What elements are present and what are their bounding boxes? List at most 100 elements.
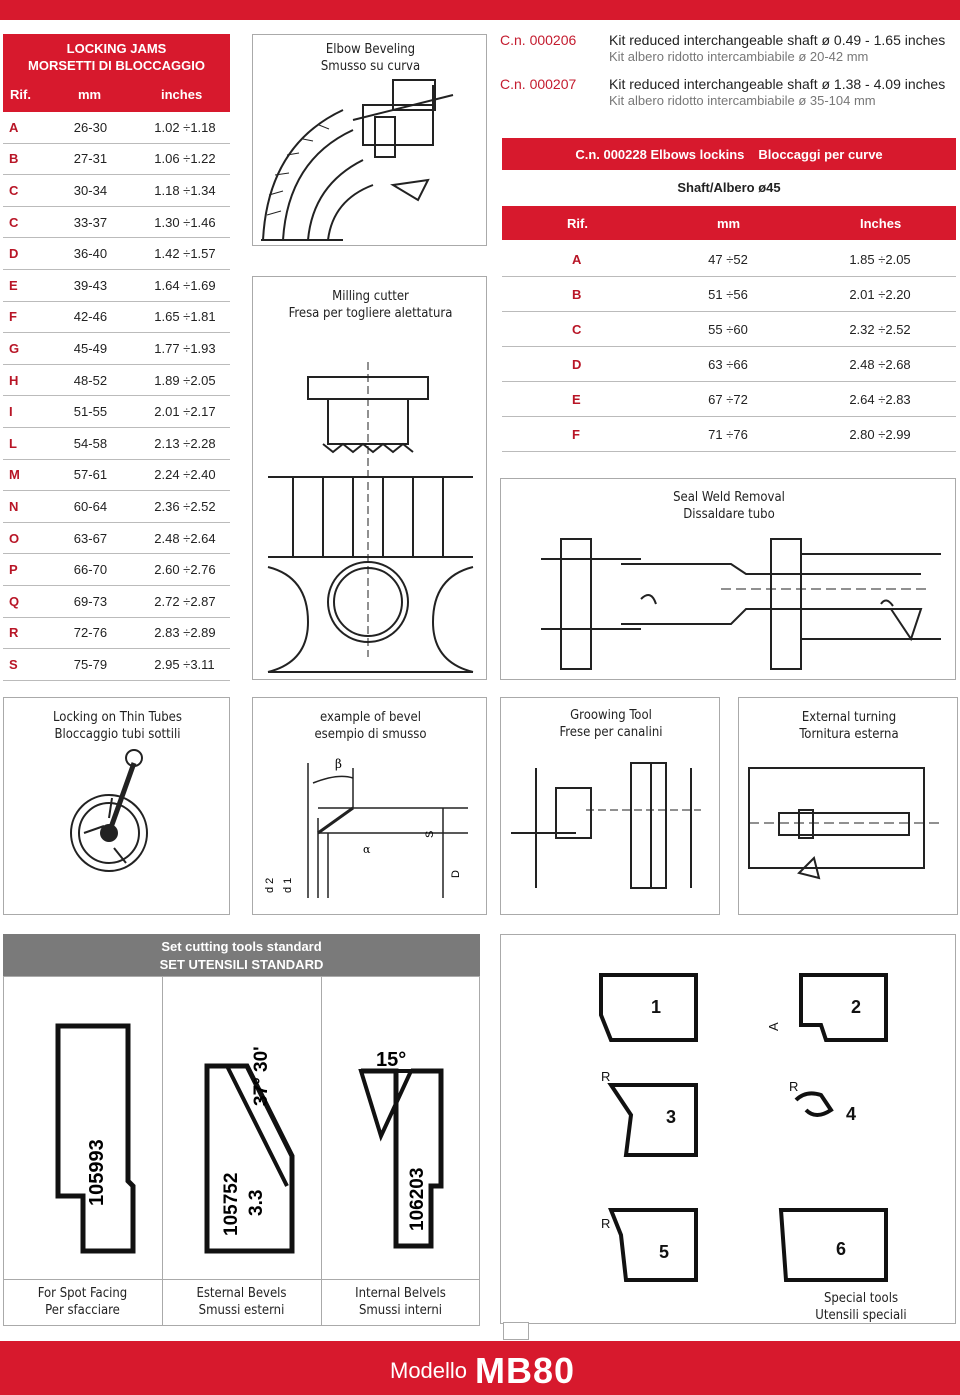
- jams-inches: 2.01 ÷2.17: [154, 404, 216, 420]
- elbows-col-inches: Inches: [860, 215, 902, 231]
- jams-mm: 33-37: [73, 214, 108, 230]
- kit-code-1: C.n. 000206: [500, 32, 577, 48]
- jams-header: LOCKING JAMS MORSETTI DI BLOCCAGGIO Rif.…: [3, 34, 230, 112]
- elbows-mm: 55 ÷60: [708, 321, 748, 337]
- tool-2-caption: Esternal Bevels Smussi esterni: [162, 1285, 321, 1319]
- tool-2-caption-en: Esternal Bevels: [196, 1286, 287, 1301]
- bevel-example-caption-en: example of bevel: [319, 710, 421, 725]
- bevel-d1-label: d 1: [282, 878, 294, 893]
- special-r-label-3: R: [601, 1216, 610, 1231]
- jams-mm: 26-30: [73, 119, 108, 135]
- special-tool-1-number: 1: [651, 997, 661, 1017]
- seal-weld-panel: Seal Weld Removal Dissaldare tubo: [500, 478, 956, 680]
- bevel-alpha-label: α: [363, 843, 371, 856]
- jams-row: I 51-55 2.01 ÷2.17: [3, 396, 230, 428]
- jams-rif: P: [9, 562, 18, 578]
- small-marker-box: [503, 1322, 529, 1340]
- jams-inches: 1.77 ÷1.93: [154, 340, 216, 356]
- jams-inches: 1.64 ÷1.69: [154, 277, 216, 293]
- jams-inches: 1.30 ÷1.46: [154, 214, 216, 230]
- elbow-beveling-caption-en: Elbow Beveling: [325, 42, 416, 57]
- grooving-caption-it: Frese per canalini: [559, 725, 663, 740]
- grooving-tool-drawing: [511, 762, 701, 889]
- special-tools-panel: 1 2 3 4 5 6 R R R A Special tools Utensi…: [500, 934, 956, 1324]
- jams-rif: D: [9, 246, 19, 262]
- elbows-rif: D: [572, 356, 582, 372]
- set-tools-header: Set cutting tools standard SET UTENSILI …: [3, 934, 480, 976]
- grooving-tool-panel: Groowing Tool Frese per canalini: [500, 697, 720, 915]
- jams-rif: O: [9, 530, 20, 546]
- elbows-mm: 71 ÷76: [708, 426, 748, 442]
- tool-105752-angle: 37° 30': [251, 1046, 272, 1106]
- tool-2-caption-it: Smussi esterni: [198, 1303, 285, 1318]
- special-tool-6-number: 6: [836, 1239, 846, 1259]
- elbows-rif: B: [572, 286, 582, 302]
- milling-cutter-panel: Milling cutter Fresa per togliere aletta…: [252, 276, 487, 680]
- elbows-mm: 47 ÷52: [708, 251, 748, 267]
- elbows-rif: C: [572, 321, 582, 337]
- jams-rif: E: [9, 277, 18, 293]
- elbows-col-header: Rif. mm Inches: [502, 206, 956, 240]
- jams-inches: 1.42 ÷1.57: [154, 246, 216, 262]
- tool-105993-code: 105993: [86, 1139, 108, 1206]
- kit-en-2: Kit reduced interchangeable shaft ø 1.38…: [609, 76, 946, 92]
- set-tools-panel: [3, 976, 480, 1326]
- jams-rif: R: [9, 625, 19, 641]
- footer-model: MB80: [475, 1350, 576, 1391]
- jams-mm: 51-55: [73, 404, 108, 420]
- elbows-rif: A: [572, 251, 582, 267]
- jams-inches: 1.65 ÷1.81: [154, 309, 216, 325]
- jams-rif: I: [9, 404, 13, 420]
- external-turning-caption-en: External turning: [801, 710, 897, 725]
- milling-caption-en: Milling cutter: [332, 289, 409, 304]
- tool-3-caption-en: Internal Belvels: [355, 1286, 446, 1301]
- tool-1-caption-it: Per sfacciare: [45, 1303, 120, 1318]
- jams-inches: 2.24 ÷2.40: [154, 467, 216, 483]
- jams-mm: 27-31: [73, 151, 108, 167]
- special-r-label-1: R: [601, 1069, 610, 1084]
- bevel-D-label: D: [450, 870, 462, 878]
- jams-title-line2: MORSETTI DI BLOCCAGGIO: [28, 58, 205, 73]
- special-tools-caption-it: Utensili speciali: [815, 1308, 907, 1323]
- tool-1-caption: For Spot Facing Per sfacciare: [3, 1285, 162, 1319]
- thin-tubes-drawing: [70, 749, 148, 872]
- elbows-title-bar: C.n. 000228 Elbows lockins Bloccaggi per…: [502, 138, 956, 170]
- jams-rif: C: [9, 182, 19, 198]
- tool-106203-code: 106203: [407, 1168, 428, 1231]
- jams-mm: 48-52: [73, 372, 108, 388]
- jams-mm: 66-70: [73, 562, 108, 578]
- jams-rif: F: [9, 309, 17, 325]
- set-tools-divider-1: [162, 976, 163, 1326]
- jams-title-line1: LOCKING JAMS: [66, 41, 167, 56]
- milling-caption-it: Fresa per togliere alettatura: [288, 306, 453, 321]
- jams-mm: 54-58: [73, 435, 108, 451]
- elbows-inches: 1.85 ÷2.05: [849, 251, 911, 267]
- bevel-example-panel: example of bevel esempio di smusso β α S…: [252, 697, 487, 915]
- seal-weld-caption-en: Seal Weld Removal: [673, 490, 785, 505]
- set-tools-line2: SET UTENSILI STANDARD: [159, 957, 324, 972]
- tool-106203-angle: 15°: [376, 1049, 406, 1071]
- thin-tubes-caption-it: Bloccaggio tubi sottili: [54, 727, 181, 742]
- external-turning-caption-it: Tornitura esterna: [799, 727, 899, 742]
- set-tools-caption-divider: [3, 1279, 480, 1280]
- elbows-mm: 67 ÷72: [708, 391, 748, 407]
- locking-jams-table: LOCKING JAMS MORSETTI DI BLOCCAGGIO Rif.…: [3, 34, 230, 680]
- milling-cutter-drawing: [267, 362, 474, 673]
- kit-code-2: C.n. 000207: [500, 76, 577, 92]
- special-tool-5-number: 5: [659, 1242, 669, 1262]
